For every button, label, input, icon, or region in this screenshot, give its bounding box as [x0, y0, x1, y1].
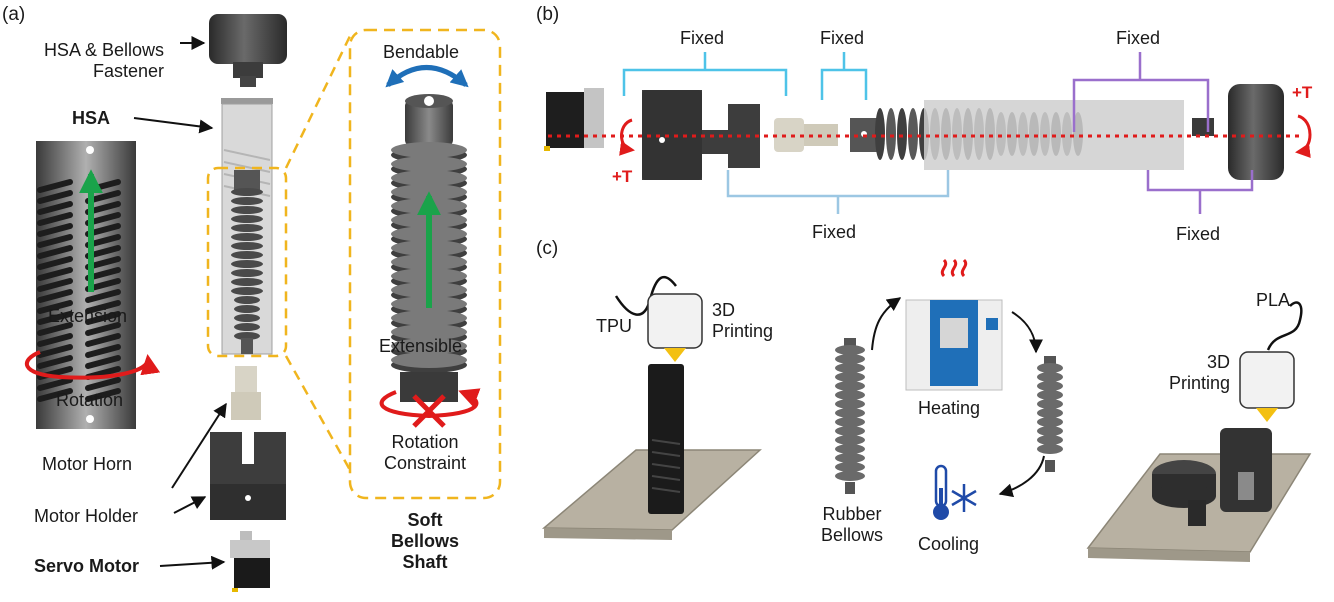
- heat-icon: [940, 258, 968, 278]
- label-fixed-5: Fixed: [1176, 224, 1221, 244]
- assembly-parts: [544, 84, 1284, 180]
- hsa-closeup: [24, 141, 161, 429]
- label-extension: Extension: [48, 306, 128, 326]
- pla-printing-scene: [1086, 301, 1312, 562]
- fixed-bracket-5: [1146, 170, 1254, 214]
- label-extensible: Extensible: [379, 336, 463, 356]
- pla-filament: [1266, 301, 1303, 351]
- snowflake-icon: [951, 484, 977, 512]
- torque-right-arrow: [1295, 114, 1312, 158]
- label-pla: PLA: [1256, 290, 1291, 310]
- rotation-arrow: [24, 350, 161, 380]
- label-torque-right: +T: [1292, 83, 1313, 102]
- motor-horn-leader-arrow: [171, 402, 227, 489]
- label-motor-horn: Motor Horn: [42, 454, 133, 474]
- label-fixed-4: Fixed: [1116, 28, 1161, 48]
- label-rubber-bellows: Rubber Bellows: [820, 504, 884, 545]
- bellows-highlight-box: [206, 166, 288, 358]
- panel-label-a: (a): [2, 4, 26, 25]
- small-bellows-part: [231, 170, 263, 354]
- label-soft-bellows-shaft: Soft Bellows Shaft: [390, 510, 460, 572]
- tpu-printing-scene: [541, 275, 762, 540]
- label-fastener: HSA & Bellows Fastener: [43, 40, 164, 81]
- bellows-closeup: [379, 65, 481, 428]
- label-printing-right: 3D Printing: [1168, 352, 1230, 393]
- torque-left-arrow: [619, 118, 635, 156]
- label-cooling: Cooling: [918, 534, 980, 554]
- printed-holder: [1220, 428, 1272, 512]
- rotation-constraint-arrow: [379, 388, 481, 419]
- bellows-process: [835, 258, 1063, 520]
- constraint-cross-icon: [412, 394, 446, 428]
- printhead-left: [647, 293, 703, 349]
- label-servo-motor: Servo Motor: [34, 556, 140, 576]
- label-fixed-3: Fixed: [812, 222, 857, 242]
- label-rotation: Rotation: [56, 390, 124, 410]
- panel-label-c: (c): [536, 238, 559, 259]
- thermometer-icon: [933, 464, 949, 520]
- zoom-line-top: [284, 35, 352, 169]
- label-printing-left: 3D Printing: [712, 300, 774, 341]
- fastener-part: [209, 14, 287, 87]
- bellows-zoom-box: [348, 28, 502, 500]
- label-hsa: HSA: [72, 108, 111, 128]
- label-torque-left: +T: [612, 167, 633, 186]
- label-motor-holder: Motor Holder: [34, 506, 139, 526]
- bendable-arrow: [385, 65, 469, 88]
- label-tpu: TPU: [596, 316, 632, 336]
- label-heating: Heating: [918, 398, 981, 418]
- hsa-leader-arrow: [133, 117, 214, 134]
- panel-label-b: (b): [536, 4, 560, 25]
- label-rotation-constraint: Rotation Constraint: [383, 432, 467, 473]
- fixed-bracket-4: [1072, 52, 1210, 132]
- servo-motor-part: [230, 531, 270, 592]
- label-fixed-2: Fixed: [820, 28, 865, 48]
- motor-holder-part: [210, 432, 286, 520]
- label-bendable: Bendable: [383, 42, 460, 62]
- fixed-bracket-1: [622, 52, 788, 96]
- label-fixed-1: Fixed: [680, 28, 725, 48]
- fixed-bracket-2: [820, 52, 868, 100]
- servo-leader-arrow: [159, 555, 226, 570]
- zoom-line-bottom: [284, 355, 352, 471]
- motor-holder-leader-arrow: [173, 496, 207, 514]
- printhead-right: [1239, 351, 1295, 409]
- fixed-bracket-3: [726, 170, 950, 214]
- motor-horn-part: [231, 366, 261, 420]
